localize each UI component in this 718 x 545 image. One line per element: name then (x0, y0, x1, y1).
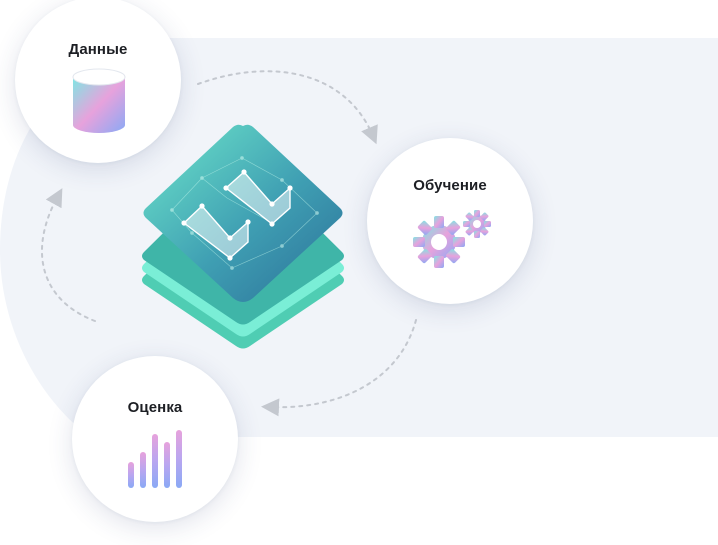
ml-model-logo-icon (142, 124, 344, 349)
node-data-label: Данные (68, 41, 128, 58)
arrow-data-to-training (197, 70, 378, 145)
node-evaluation: Оценка (72, 356, 238, 522)
node-data: Данные (15, 0, 181, 163)
node-evaluation-label: Оценка (127, 399, 183, 416)
node-training-label: Обучение (413, 177, 487, 194)
gears-icon (413, 210, 491, 268)
database-cylinder-icon (72, 68, 126, 133)
bar-chart-icon (128, 430, 182, 488)
arrow-training-to-eval (261, 319, 417, 417)
arrow-eval-to-data (40, 188, 96, 322)
node-training: Обучение (367, 138, 533, 304)
